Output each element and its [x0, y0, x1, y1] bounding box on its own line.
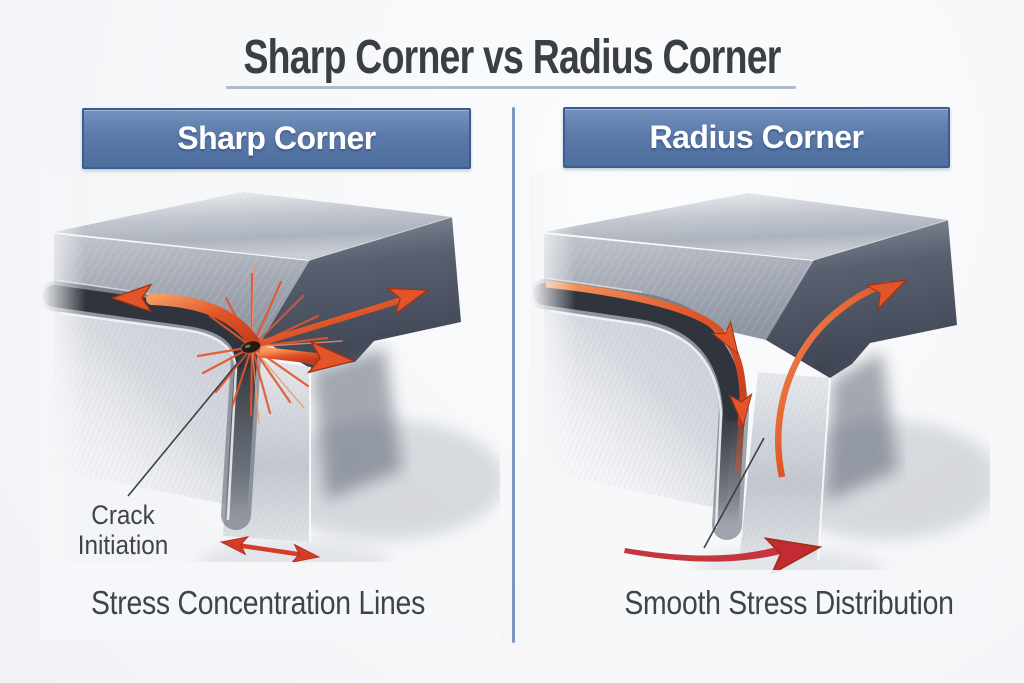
radius-corner-illustration	[530, 170, 990, 640]
flow-arrow-tail	[735, 425, 744, 473]
edge-fade	[40, 562, 500, 640]
crack-label-line2: Initiation	[77, 530, 169, 561]
crack-label-line1: Crack	[91, 500, 155, 530]
edge-fade	[530, 570, 990, 640]
flow-arrows	[545, 267, 913, 478]
panel-divider	[512, 107, 515, 643]
crack-initiation-label: Crack Initiation	[78, 500, 169, 560]
sharp-corner-illustration	[40, 170, 500, 640]
metal-front-face	[54, 300, 238, 505]
stress-arrow-left	[146, 293, 260, 348]
metal-flange-face	[544, 234, 814, 340]
sharp-corner-header: Sharp Corner	[82, 108, 471, 169]
crack-annotation-line	[127, 353, 246, 497]
radius-corner-caption: Smooth Stress Distribution	[624, 584, 954, 621]
title-underline	[226, 86, 796, 89]
sharp-corner-caption: Stress Concentration Lines	[90, 584, 426, 621]
smooth-annotation-line	[703, 437, 765, 549]
metal-web	[740, 372, 831, 561]
metal-flange-face	[54, 234, 310, 340]
metal-front-face	[544, 302, 735, 510]
stress-arrow-right	[259, 346, 321, 365]
tension-double-arrow	[235, 542, 305, 558]
stress-arrow-upright	[257, 295, 409, 347]
flow-arrow-down	[545, 280, 747, 427]
page-title: Sharp Corner vs Radius Corner	[243, 31, 781, 84]
crack-point	[240, 340, 262, 354]
edge-fade	[40, 170, 86, 640]
stress-swoosh-arrow	[624, 528, 825, 575]
stress-arrows	[111, 276, 433, 567]
flow-arrow-upright	[775, 280, 891, 478]
edge-fade	[530, 170, 576, 640]
radius-corner-header: Radius Corner	[563, 107, 950, 168]
